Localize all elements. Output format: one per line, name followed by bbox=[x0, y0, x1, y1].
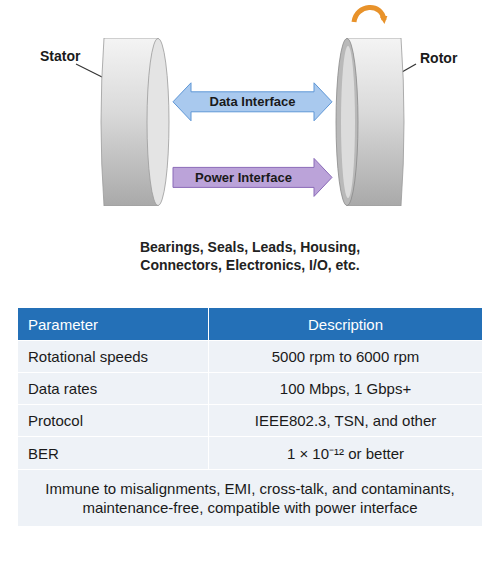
rotor-cylinder: Rotor bbox=[335, 38, 407, 206]
table-cell: IEEE802.3, TSN, and other bbox=[255, 412, 437, 429]
table-cell: Description bbox=[308, 316, 383, 333]
component-list: Bearings, Seals, Leads, Housing, Connect… bbox=[140, 239, 360, 273]
cylinder-face bbox=[336, 39, 358, 206]
table-cell: 1 × 10⁻¹² or better bbox=[287, 445, 404, 462]
component-note: Bearings, Seals, Leads, Housing, Connect… bbox=[105, 238, 395, 274]
cell: 100 Mbps, 1 Gbps+ bbox=[209, 373, 483, 405]
cell: Description bbox=[209, 308, 483, 341]
cell: Parameter bbox=[18, 308, 209, 341]
interface-label: Power Interface bbox=[195, 170, 292, 185]
cell: Rotational speeds bbox=[18, 341, 209, 373]
table-cell: 5000 rpm to 6000 rpm bbox=[272, 348, 420, 365]
cell: Data rates bbox=[18, 373, 209, 405]
cylinder-shape bbox=[98, 38, 170, 206]
rotation-arrow bbox=[354, 7, 384, 22]
interface-arrow bbox=[173, 83, 332, 121]
table-row: BER 1 × 10⁻¹² or better bbox=[18, 437, 482, 470]
cell: BER bbox=[18, 437, 209, 470]
interface-arrow bbox=[173, 158, 332, 196]
cell: IEEE802.3, TSN, and other bbox=[209, 405, 483, 437]
table-row: Rotational speeds 5000 rpm to 6000 rpm bbox=[18, 341, 482, 373]
part-name: Rotor bbox=[420, 50, 457, 66]
cell: Protocol bbox=[18, 405, 209, 437]
table-cell: Protocol bbox=[28, 412, 83, 429]
table-cell: Immune to misalignments, EMI, cross-talk… bbox=[45, 480, 454, 516]
cell: 5000 rpm to 6000 rpm bbox=[209, 341, 483, 373]
cylinder-face bbox=[147, 39, 169, 206]
table-body: Parameter DescriptionRotational speeds 500… bbox=[18, 308, 482, 527]
cell: 1 × 10⁻¹² or better bbox=[209, 437, 483, 470]
table-row: Data rates 100 Mbps, 1 Gbps+ bbox=[18, 373, 482, 405]
table-row: Immune to misalignments, EMI, cross-talk… bbox=[18, 470, 482, 527]
part-name: Stator bbox=[40, 48, 80, 64]
header-row: Parameter Description bbox=[18, 308, 482, 341]
parameter-table: Parameter DescriptionRotational speeds 500… bbox=[18, 308, 482, 527]
cylinder-face-inner bbox=[341, 46, 355, 198]
table-cell: 100 Mbps, 1 Gbps+ bbox=[280, 380, 411, 397]
cylinder-shape bbox=[335, 38, 407, 206]
interface-label: Data Interface bbox=[210, 94, 296, 109]
table-note-cell: Immune to misalignments, EMI, cross-talk… bbox=[18, 470, 482, 527]
table-cell: BER bbox=[28, 445, 59, 462]
table-cell: Rotational speeds bbox=[28, 348, 148, 365]
stator-cylinder: Stator bbox=[98, 38, 170, 206]
table-cell: Data rates bbox=[28, 380, 97, 397]
table-row: Protocol IEEE802.3, TSN, and other bbox=[18, 405, 482, 437]
table-cell: Parameter bbox=[28, 316, 98, 333]
